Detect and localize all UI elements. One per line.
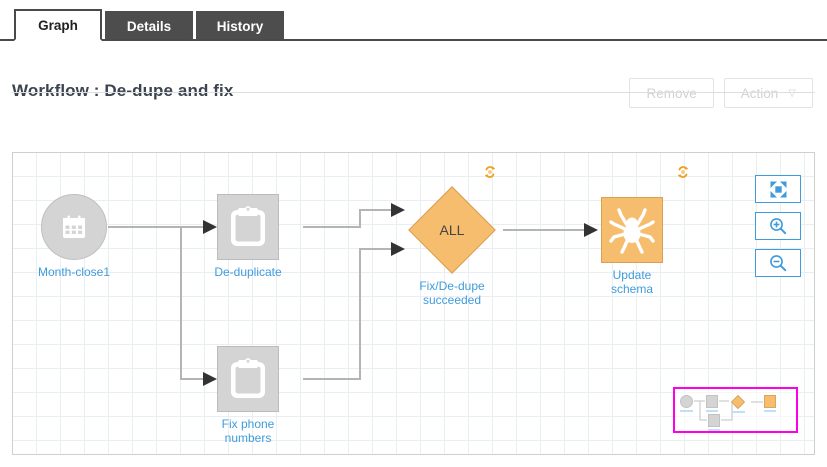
node-month-close1-label[interactable]: Month-close1: [37, 265, 111, 279]
calendar-icon: [63, 215, 85, 238]
recurring-schedule-icon: [484, 166, 496, 178]
node-fix-dedupe-succeeded[interactable]: ALL Fix/De-dupe succeeded: [408, 166, 496, 307]
header-actions: Remove Action ▽: [629, 78, 813, 108]
action-button-label: Action: [740, 85, 779, 101]
connector-layer: [108, 203, 598, 386]
minimap-viewport[interactable]: [673, 387, 798, 433]
magnifier-minus-icon: [770, 255, 787, 272]
tab-history-label: History: [216, 18, 264, 34]
tab-graph-label: Graph: [38, 17, 78, 33]
label-line-2: schema: [610, 282, 654, 296]
minimap-caption: [731, 411, 745, 413]
minimap-node-de-duplicate: [706, 395, 718, 412]
minimap-caption: [708, 429, 720, 431]
zoom-in-button[interactable]: [755, 212, 801, 240]
tab-history[interactable]: History: [196, 11, 284, 41]
minimap-node-update-schema: [764, 395, 776, 412]
node-fix-phone-numbers[interactable]: Fix phone numbers: [217, 346, 279, 445]
zoom-out-button[interactable]: [755, 249, 801, 277]
fit-to-screen-button[interactable]: [755, 175, 801, 203]
action-dropdown-button[interactable]: Action ▽: [723, 78, 813, 108]
magnifier-plus-icon: [770, 218, 787, 235]
chevron-down-icon: ▽: [788, 87, 796, 99]
minimap-square: [708, 414, 720, 427]
minimap-square: [764, 395, 776, 408]
zoom-controls: [755, 175, 801, 277]
spider-icon: [609, 208, 655, 254]
workflow-canvas[interactable]: Month-close1 De-duplicate F: [12, 152, 815, 455]
clipboard-icon: [231, 358, 265, 398]
minimap-square: [706, 395, 718, 408]
node-month-close1-shape[interactable]: [41, 194, 107, 260]
node-fix-phone-numbers-label[interactable]: Fix phone numbers: [222, 417, 275, 445]
tab-graph[interactable]: Graph: [14, 9, 102, 41]
tab-details[interactable]: Details: [105, 11, 193, 41]
tab-bar: Graph Details History: [0, 0, 827, 41]
minimap-node-month-close1: [680, 395, 693, 412]
minimap-node-fix-dedupe-succeeded: [730, 394, 746, 413]
remove-button[interactable]: Remove: [629, 78, 714, 108]
header-bar: Workflow : De-dupe and fix Remove Action…: [0, 41, 827, 133]
minimap-caption: [706, 410, 718, 412]
tab-list: Graph Details History: [14, 9, 287, 41]
node-update-schema-label[interactable]: Update schema: [611, 268, 653, 296]
node-de-duplicate[interactable]: De-duplicate: [214, 194, 282, 279]
minimap-caption: [680, 410, 693, 412]
label-line-2: numbers: [224, 431, 272, 445]
node-month-close1[interactable]: Month-close1: [38, 194, 110, 279]
label-line-1: Update: [612, 268, 652, 282]
node-update-schema-shape[interactable]: [601, 197, 663, 263]
diamond-shape: [408, 186, 496, 274]
node-fix-phone-numbers-shape[interactable]: [217, 346, 279, 412]
header-divider: [12, 92, 815, 93]
tab-details-label: Details: [126, 18, 172, 34]
node-de-duplicate-shape[interactable]: [217, 194, 279, 260]
page-title: Workflow : De-dupe and fix: [12, 81, 234, 100]
minimap-node-fix-phone-numbers: [708, 414, 720, 431]
recurring-schedule-icon: [677, 166, 689, 178]
label-line-2: succeeded: [422, 293, 482, 307]
expand-arrows-icon: [770, 181, 786, 197]
node-de-duplicate-label[interactable]: De-duplicate: [214, 265, 282, 279]
node-fix-dedupe-succeeded-label[interactable]: Fix/De-dupe succeeded: [419, 279, 484, 307]
clipboard-icon: [231, 206, 265, 246]
minimap-caption: [764, 410, 776, 412]
node-fix-dedupe-succeeded-shape[interactable]: ALL: [408, 186, 496, 274]
node-update-schema[interactable]: Update schema: [601, 166, 689, 296]
label-line-1: Fix phone: [221, 417, 275, 431]
minimap-diamond: [730, 394, 746, 410]
label-line-1: Fix/De-dupe: [419, 279, 485, 293]
remove-button-label: Remove: [646, 85, 697, 101]
minimap-connectors: [694, 400, 763, 421]
minimap-circle: [680, 395, 693, 408]
